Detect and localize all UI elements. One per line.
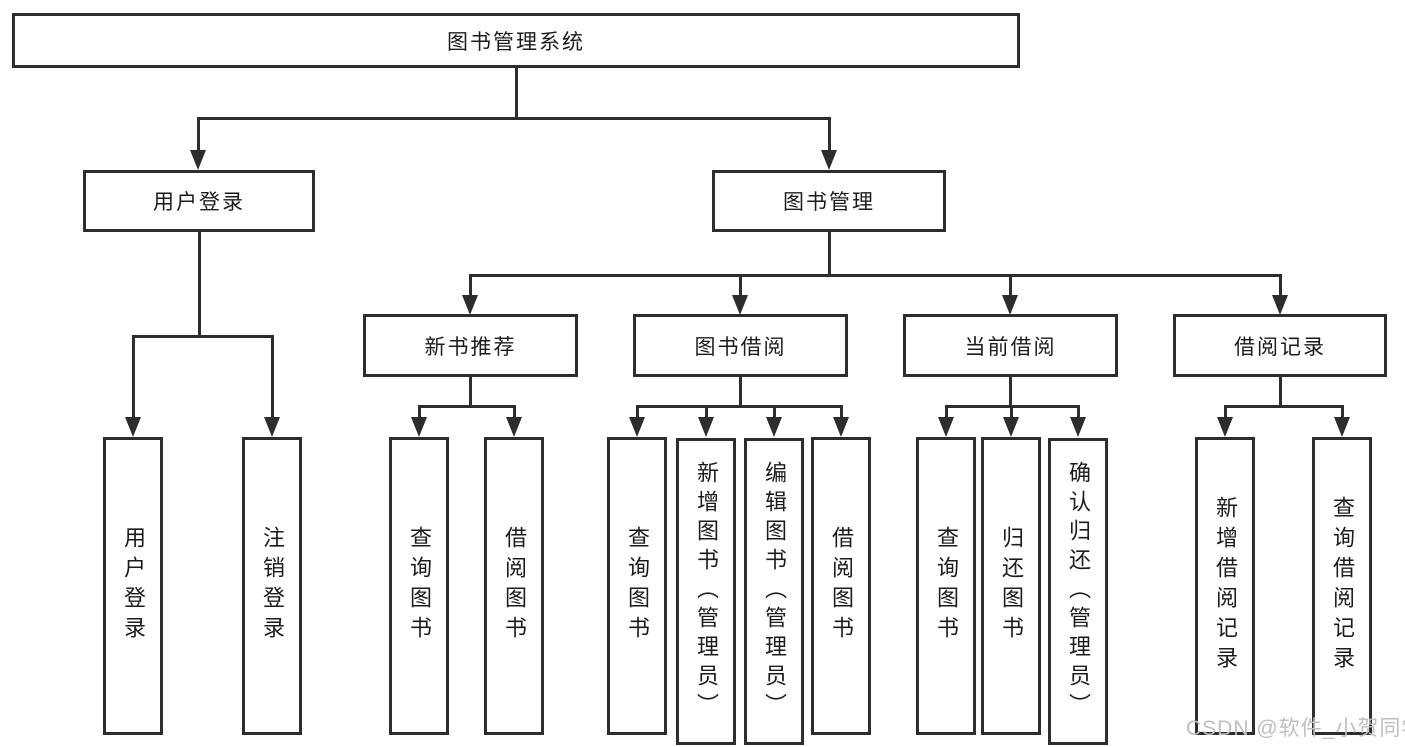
connector-line [469, 274, 472, 296]
connector-line [418, 405, 516, 408]
leaf-nbr-query-books: 查询图书 [389, 437, 449, 735]
node-book-borrow: 图书借阅 [633, 314, 848, 377]
connector-line [1077, 405, 1080, 418]
connector-line [1224, 405, 1344, 408]
connector-line [636, 405, 639, 418]
connector-line [132, 335, 135, 417]
connector-line [1224, 405, 1227, 418]
connector-line [132, 335, 274, 338]
node-current-borrow: 当前借阅 [903, 314, 1118, 377]
connector-line [773, 405, 776, 418]
arrowhead-down-icon [938, 417, 954, 437]
connector-line [840, 405, 843, 418]
leaf-cb-query-books: 查询图书 [916, 437, 976, 735]
leaf-cb-return-books: 归还图书 [981, 437, 1041, 735]
node-new-book-recommend: 新书推荐 [363, 314, 578, 377]
arrowhead-down-icon [264, 417, 280, 437]
arrowhead-down-icon [411, 417, 427, 437]
connector-line [828, 117, 831, 151]
arrowhead-down-icon [125, 417, 141, 437]
leaf-user-login: 用户登录 [103, 437, 163, 735]
connector-line [739, 274, 742, 296]
node-borrow-records: 借阅记录 [1173, 314, 1387, 377]
arrowhead-down-icon [766, 417, 782, 437]
leaf-br-query-record: 查询借阅记录 [1312, 437, 1372, 735]
arrowhead-down-icon [1334, 417, 1350, 437]
arrowhead-down-icon [1070, 417, 1086, 437]
node-book-management: 图书管理 [712, 170, 946, 232]
arrowhead-down-icon [1002, 295, 1018, 315]
arrowhead-down-icon [1272, 295, 1288, 315]
leaf-cb-confirm-return-admin: 确认归还（管理员） [1048, 438, 1108, 745]
leaf-bb-edit-books-admin: 编辑图书（管理员） [744, 438, 804, 745]
connector-line [469, 377, 472, 405]
connector-line [271, 335, 274, 417]
leaf-bb-add-books-admin: 新增图书（管理员） [676, 438, 736, 745]
leaf-logout: 注销登录 [242, 437, 302, 735]
leaf-bb-query-books: 查询图书 [607, 437, 667, 735]
connector-line [1279, 274, 1282, 296]
arrowhead-down-icon [506, 417, 522, 437]
csdn-watermark: CSDN @软件_小贺同学 [1186, 717, 1405, 740]
connector-line [1009, 377, 1012, 405]
arrowhead-down-icon [1003, 417, 1019, 437]
connector-line [418, 405, 421, 418]
connector-line [513, 405, 516, 418]
connector-line [1010, 405, 1013, 418]
connector-line [705, 405, 708, 418]
leaf-bb-borrow-books: 借阅图书 [811, 437, 871, 735]
connector-line [469, 274, 1282, 277]
connector-line [739, 377, 742, 405]
arrowhead-down-icon [1217, 417, 1233, 437]
connector-line [1341, 405, 1344, 418]
connector-line [197, 117, 831, 120]
arrowhead-down-icon [462, 295, 478, 315]
connector-line [1009, 274, 1012, 296]
arrowhead-down-icon [190, 150, 206, 170]
arrowhead-down-icon [629, 417, 645, 437]
connector-line [828, 232, 831, 275]
leaf-nbr-borrow-books: 借阅图书 [484, 437, 544, 735]
connector-line [636, 405, 843, 408]
connector-line [198, 232, 201, 335]
arrowhead-down-icon [833, 417, 849, 437]
connector-line [1279, 377, 1282, 405]
leaf-br-add-record: 新增借阅记录 [1195, 437, 1255, 735]
arrowhead-down-icon [732, 295, 748, 315]
node-user-login: 用户登录 [83, 170, 315, 232]
arrowhead-down-icon [698, 417, 714, 437]
connector-line [197, 117, 200, 151]
connector-line [945, 405, 948, 418]
connector-line [515, 68, 518, 118]
arrowhead-down-icon [821, 150, 837, 170]
node-root: 图书管理系统 [12, 13, 1020, 68]
